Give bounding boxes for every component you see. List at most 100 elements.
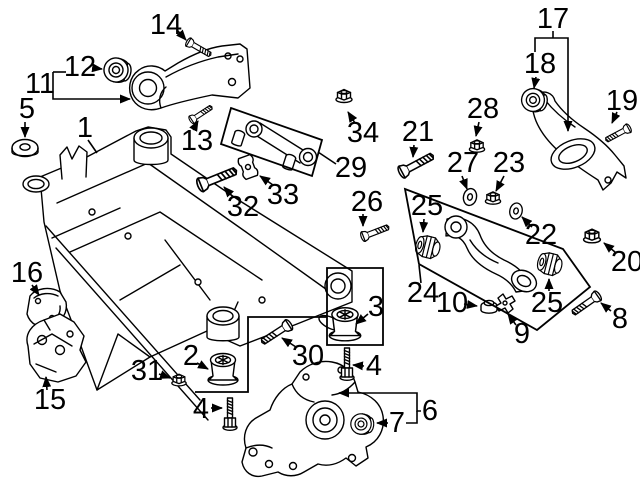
- part-label-34: 34: [347, 117, 379, 149]
- part-label-17: 17: [537, 3, 569, 35]
- leader-line-10: [463, 300, 478, 309]
- part-label-9: 9: [514, 318, 530, 350]
- part-label-13: 13: [181, 125, 213, 157]
- bolt-26-drawing: [358, 221, 392, 243]
- part-label-30: 30: [292, 340, 324, 372]
- lower-arm-drawing: [531, 91, 627, 191]
- leader-line-21: [409, 144, 419, 158]
- part-label-7: 7: [389, 407, 405, 439]
- leader-line-15: [42, 376, 52, 391]
- part-label-29: 29: [335, 152, 367, 184]
- part-label-10: 10: [436, 287, 468, 319]
- bushing-3-drawing: [328, 306, 362, 342]
- leader-line-13: [189, 120, 199, 132]
- mount-bracket-15-drawing: [26, 313, 87, 383]
- part-label-20: 20: [611, 246, 640, 278]
- leader-line-30: [281, 337, 297, 348]
- leader-line-28: [473, 121, 483, 137]
- bushing-12-drawing: [101, 55, 134, 86]
- bolt-13-drawing: [187, 102, 215, 126]
- leader-line-22: [521, 216, 533, 228]
- leader-line-2: [196, 360, 209, 370]
- leader-line-3: [355, 313, 369, 325]
- leader-line-7: [406, 411, 418, 424]
- part-label-28: 28: [467, 93, 499, 125]
- part-label-31: 31: [131, 355, 163, 387]
- nut-31-drawing: [171, 373, 187, 387]
- leader-line-18: [531, 76, 541, 89]
- part-label-11: 11: [25, 68, 55, 100]
- tie-rod-sleeve-drawing: [230, 128, 247, 148]
- leader-line-14: [175, 29, 187, 41]
- leader-line-33: [259, 175, 274, 186]
- part-label-19: 19: [606, 85, 638, 117]
- part-label-15: 15: [34, 384, 66, 416]
- part-label-26: 26: [351, 186, 383, 218]
- leader-line-31: [158, 370, 171, 379]
- subframe-drawing: [22, 126, 353, 421]
- tie-rod-drawing: [245, 120, 318, 167]
- bolt-4-drawing: [222, 397, 238, 431]
- part-label-1: 1: [77, 112, 93, 144]
- part-label-12: 12: [64, 51, 96, 83]
- nut-23-drawing: [484, 191, 502, 205]
- leader-line-20: [603, 242, 616, 253]
- leader-line-34: [347, 111, 358, 124]
- leader-line-32: [223, 186, 235, 198]
- grommet-5-drawing: [11, 138, 39, 158]
- part-label-8: 8: [612, 303, 628, 335]
- box-upper-arm-group: [403, 187, 592, 332]
- part-label-25: 25: [411, 190, 443, 222]
- part-label-21: 21: [402, 116, 434, 148]
- part-label-3: 3: [368, 291, 384, 323]
- washer-27-drawing: [461, 186, 479, 208]
- box-bushing-2: [195, 316, 327, 393]
- box-bushing-3: [326, 267, 384, 346]
- leader-line-23: [495, 175, 505, 192]
- leader-line-4: [352, 361, 365, 371]
- part-label-4: 4: [193, 393, 209, 425]
- leader-line-9: [507, 313, 518, 326]
- part-label-27: 27: [447, 147, 479, 179]
- bolt-8-drawing: [568, 289, 604, 319]
- bolt-19-drawing: [602, 122, 634, 146]
- leader-line-29: [317, 151, 337, 165]
- washer-22-drawing: [507, 201, 525, 221]
- leader-line-19: [611, 111, 621, 124]
- part-label-4: 4: [366, 350, 382, 382]
- bolt-21-drawing: [395, 148, 438, 180]
- part-label-2: 2: [183, 340, 199, 372]
- nut-20-drawing: [582, 228, 602, 244]
- retainer-clip-9-drawing: [495, 293, 516, 314]
- bushing-25-drawing: [534, 250, 565, 278]
- part-label-23: 23: [493, 147, 525, 179]
- part-label-25: 25: [531, 287, 563, 319]
- part-label-6: 6: [422, 395, 438, 427]
- part-label-5: 5: [19, 93, 35, 125]
- nut-34-drawing: [335, 88, 353, 104]
- part-label-14: 14: [150, 9, 182, 41]
- leader-line-24: [418, 264, 422, 284]
- leader-line-8: [600, 302, 612, 313]
- leader-line-6: [338, 388, 421, 412]
- box-tie-rod-group: [219, 106, 324, 178]
- leader-line-12: [91, 63, 103, 73]
- part-label-22: 22: [525, 219, 557, 251]
- part-label-16: 16: [11, 257, 43, 289]
- trailing-arm-drawing: [128, 43, 251, 111]
- upper-arm-drawing: [444, 215, 538, 293]
- part-label-18: 18: [524, 48, 556, 80]
- bushing-2-drawing: [207, 352, 239, 386]
- annotation-layer: 1234456789101112131415161718192021222324…: [11, 3, 640, 439]
- leader-line-25: [419, 218, 429, 233]
- part-label-24: 24: [407, 277, 439, 309]
- stop-plate-33-drawing: [237, 153, 259, 181]
- leader-line-27: [459, 175, 468, 190]
- bolt-4-drawing: [339, 347, 355, 381]
- leader-line-1: [87, 139, 98, 154]
- leader-line-11: [52, 72, 131, 104]
- leader-line-17: [534, 37, 573, 132]
- leader-line-16: [29, 284, 40, 296]
